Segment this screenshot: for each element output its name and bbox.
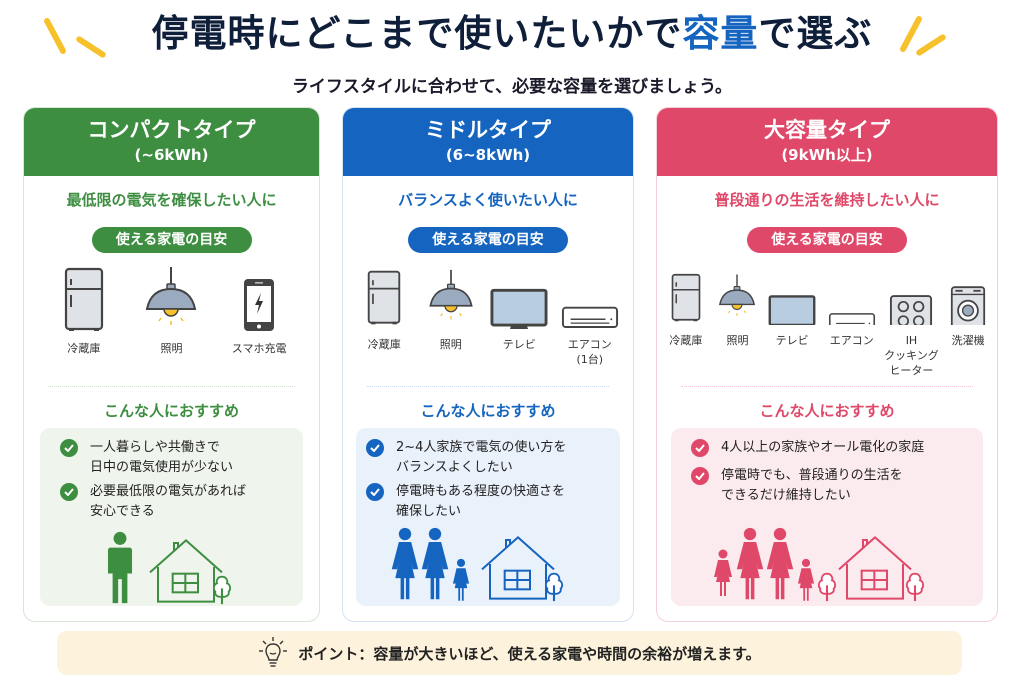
card-range: (9kWh以上) [781, 146, 873, 164]
check-icon [691, 439, 709, 457]
check-icon [60, 483, 78, 501]
appliance-item: エアコン (1台) [557, 267, 623, 367]
recommend-item: 停電時でも、普段通りの生活を できるだけ維持したい [691, 466, 971, 506]
card-header: 大容量タイプ (9kWh以上) [657, 108, 997, 176]
appliance-item: 照明 [131, 267, 211, 356]
recommend-item: 停電時もある程度の快適さを 確保したい [366, 482, 608, 522]
check-icon [366, 483, 384, 501]
appliance-guide-pill: 使える家電の目安 [747, 227, 907, 253]
appliance-guide-pill: 使える家電の目安 [408, 227, 568, 253]
recommend-title: こんな人におすすめ [420, 402, 556, 420]
card-tagline: バランスよく使いたい人に [398, 191, 578, 209]
section-divider [367, 386, 609, 387]
family-of-three-house-icon [390, 526, 564, 602]
appliance-item: テレビ [486, 267, 552, 367]
appliance-guide-pill: 使える家電の目安 [91, 227, 252, 253]
lightbulb-icon [259, 637, 288, 667]
card-range: (6~8kWh) [445, 146, 531, 164]
point-text: ポイント：容量が大きいほど、使える家電や時間の余裕が増えます。 [298, 644, 761, 663]
television-icon [768, 271, 816, 325]
ceiling-lamp-icon [143, 267, 199, 333]
recommend-title: こんな人におすすめ [103, 402, 239, 420]
section-divider [48, 386, 295, 387]
washing-machine-icon [950, 271, 986, 325]
television-icon [490, 267, 548, 329]
card-range: (~6kWh) [134, 146, 209, 164]
appliance-item: テレビ [764, 271, 820, 378]
single-person-house-icon [106, 531, 232, 605]
card-name: コンパクトタイプ [87, 118, 256, 142]
appliance-list: 冷蔵庫 照明 スマホ充電 [24, 267, 319, 356]
appliance-item: 照明 [420, 267, 482, 367]
point-banner: ポイント：容量が大きいほど、使える家電や時間の余裕が増えます。 [57, 631, 962, 675]
smartphone-charging-icon [242, 267, 276, 333]
refrigerator-icon [64, 267, 104, 333]
card-header: ミドルタイプ (6~8kWh) [343, 108, 633, 176]
card-middle: ミドルタイプ (6~8kWh) バランスよく使いたい人に 使える家電の目安 冷蔵… [342, 107, 634, 622]
appliance-item: 冷蔵庫 [44, 267, 124, 356]
appliance-item: 洗濯機 [943, 271, 993, 378]
family-of-four-house-icon [713, 526, 925, 602]
page-title: 停電時にどこまで使いたいかで容量で選ぶ [151, 12, 873, 55]
appliance-item: 照明 [714, 271, 760, 378]
recommend-item: 4人以上の家族やオール電化の家庭 [691, 438, 971, 458]
card-compact: コンパクトタイプ (~6kWh) 最低限の電気を確保したい人に 使える家電の目安… [23, 107, 320, 622]
check-icon [691, 467, 709, 485]
card-tagline: 普段通りの生活を維持したい人に [714, 191, 940, 209]
check-icon [366, 439, 384, 457]
recommend-box: 一人暮らしや共働きで 日中の電気使用が少ない 必要最低限の電気があれば 安心でき… [40, 428, 303, 606]
appliance-item: エアコン [824, 271, 880, 378]
air-conditioner-icon [828, 271, 876, 325]
page-subtitle: ライフスタイルに合わせて、必要な容量を選びましょう。 [291, 77, 733, 97]
recommend-box: 2~4人家族で電気の使い方を バランスよくしたい 停電時もある程度の快適さを 確… [356, 428, 620, 606]
card-name: 大容量タイプ [764, 118, 890, 142]
recommend-item: 必要最低限の電気があれば 安心できる [60, 482, 287, 522]
ceiling-lamp-icon [427, 267, 475, 329]
appliance-item: 冷蔵庫 [661, 271, 711, 378]
appliance-list: 冷蔵庫 照明 テレビ エアコン IH クッキング ヒーター 洗濯機 [657, 271, 997, 378]
ih-cooktop-icon [889, 271, 933, 325]
appliance-item: スマホ充電 [219, 267, 299, 356]
header: 停電時にどこまで使いたいかで容量で選ぶ ライフスタイルに合わせて、必要な容量を選… [0, 8, 1024, 97]
recommend-title: こんな人におすすめ [759, 402, 895, 420]
check-icon [60, 439, 78, 457]
card-name: ミドルタイプ [425, 118, 551, 142]
appliance-item: 冷蔵庫 [353, 267, 415, 367]
card-tagline: 最低限の電気を確保したい人に [66, 191, 277, 209]
appliance-item: IH クッキング ヒーター [883, 271, 939, 378]
card-large: 大容量タイプ (9kWh以上) 普段通りの生活を維持したい人に 使える家電の目安… [656, 107, 998, 622]
appliance-list: 冷蔵庫 照明 テレビ エアコン (1台) [343, 267, 633, 367]
recommend-box: 4人以上の家族やオール電化の家庭 停電時でも、普段通りの生活を できるだけ維持し… [671, 428, 983, 606]
recommend-item: 一人暮らしや共働きで 日中の電気使用が少ない [60, 438, 287, 478]
card-header: コンパクトタイプ (~6kWh) [24, 108, 319, 176]
recommend-item: 2~4人家族で電気の使い方を バランスよくしたい [366, 438, 608, 478]
air-conditioner-icon [561, 267, 619, 329]
refrigerator-icon [367, 267, 401, 329]
refrigerator-icon [671, 271, 701, 325]
ceiling-lamp-icon [717, 271, 757, 325]
section-divider [681, 386, 973, 387]
